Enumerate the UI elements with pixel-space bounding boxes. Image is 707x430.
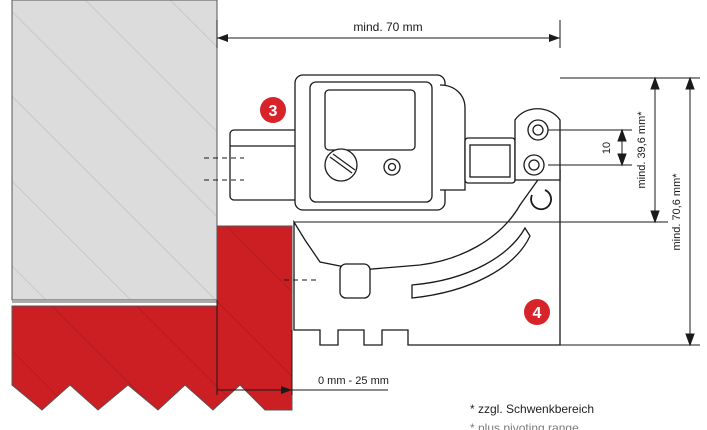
hinge-arm-part-3 [229, 74, 561, 211]
grey-wall-block [11, 0, 218, 303]
callout-4-label: 4 [533, 305, 542, 322]
footnote-german: * zzgl. Schwenkbereich [470, 402, 594, 416]
dimension-right-outer [408, 76, 700, 347]
callout-badge-4: 4 [524, 299, 550, 325]
bracket-part-4 [293, 169, 561, 346]
dimension-right-spacing [548, 128, 632, 167]
red-wall-block [11, 225, 293, 411]
dimension-inner-height-label: mind. 39,6 mm* [636, 111, 648, 189]
dimension-bottom-gap: 0 mm - 25 mm [216, 300, 389, 395]
dimension-outer-height-label: mind. 70,6 mm* [671, 173, 683, 251]
dimension-bottom-label: 0 mm - 25 mm [318, 375, 389, 387]
dimension-spacing-label: 10 [601, 142, 613, 154]
dimension-top-label: mind. 70 mm [353, 20, 422, 34]
footnote-english: * plus pivoting range [470, 421, 579, 430]
callout-3-label: 3 [269, 103, 278, 120]
dashed-screw-lines [204, 157, 320, 281]
callout-badge-3: 3 [260, 97, 286, 123]
dimension-top-width: mind. 70 mm [216, 20, 561, 48]
